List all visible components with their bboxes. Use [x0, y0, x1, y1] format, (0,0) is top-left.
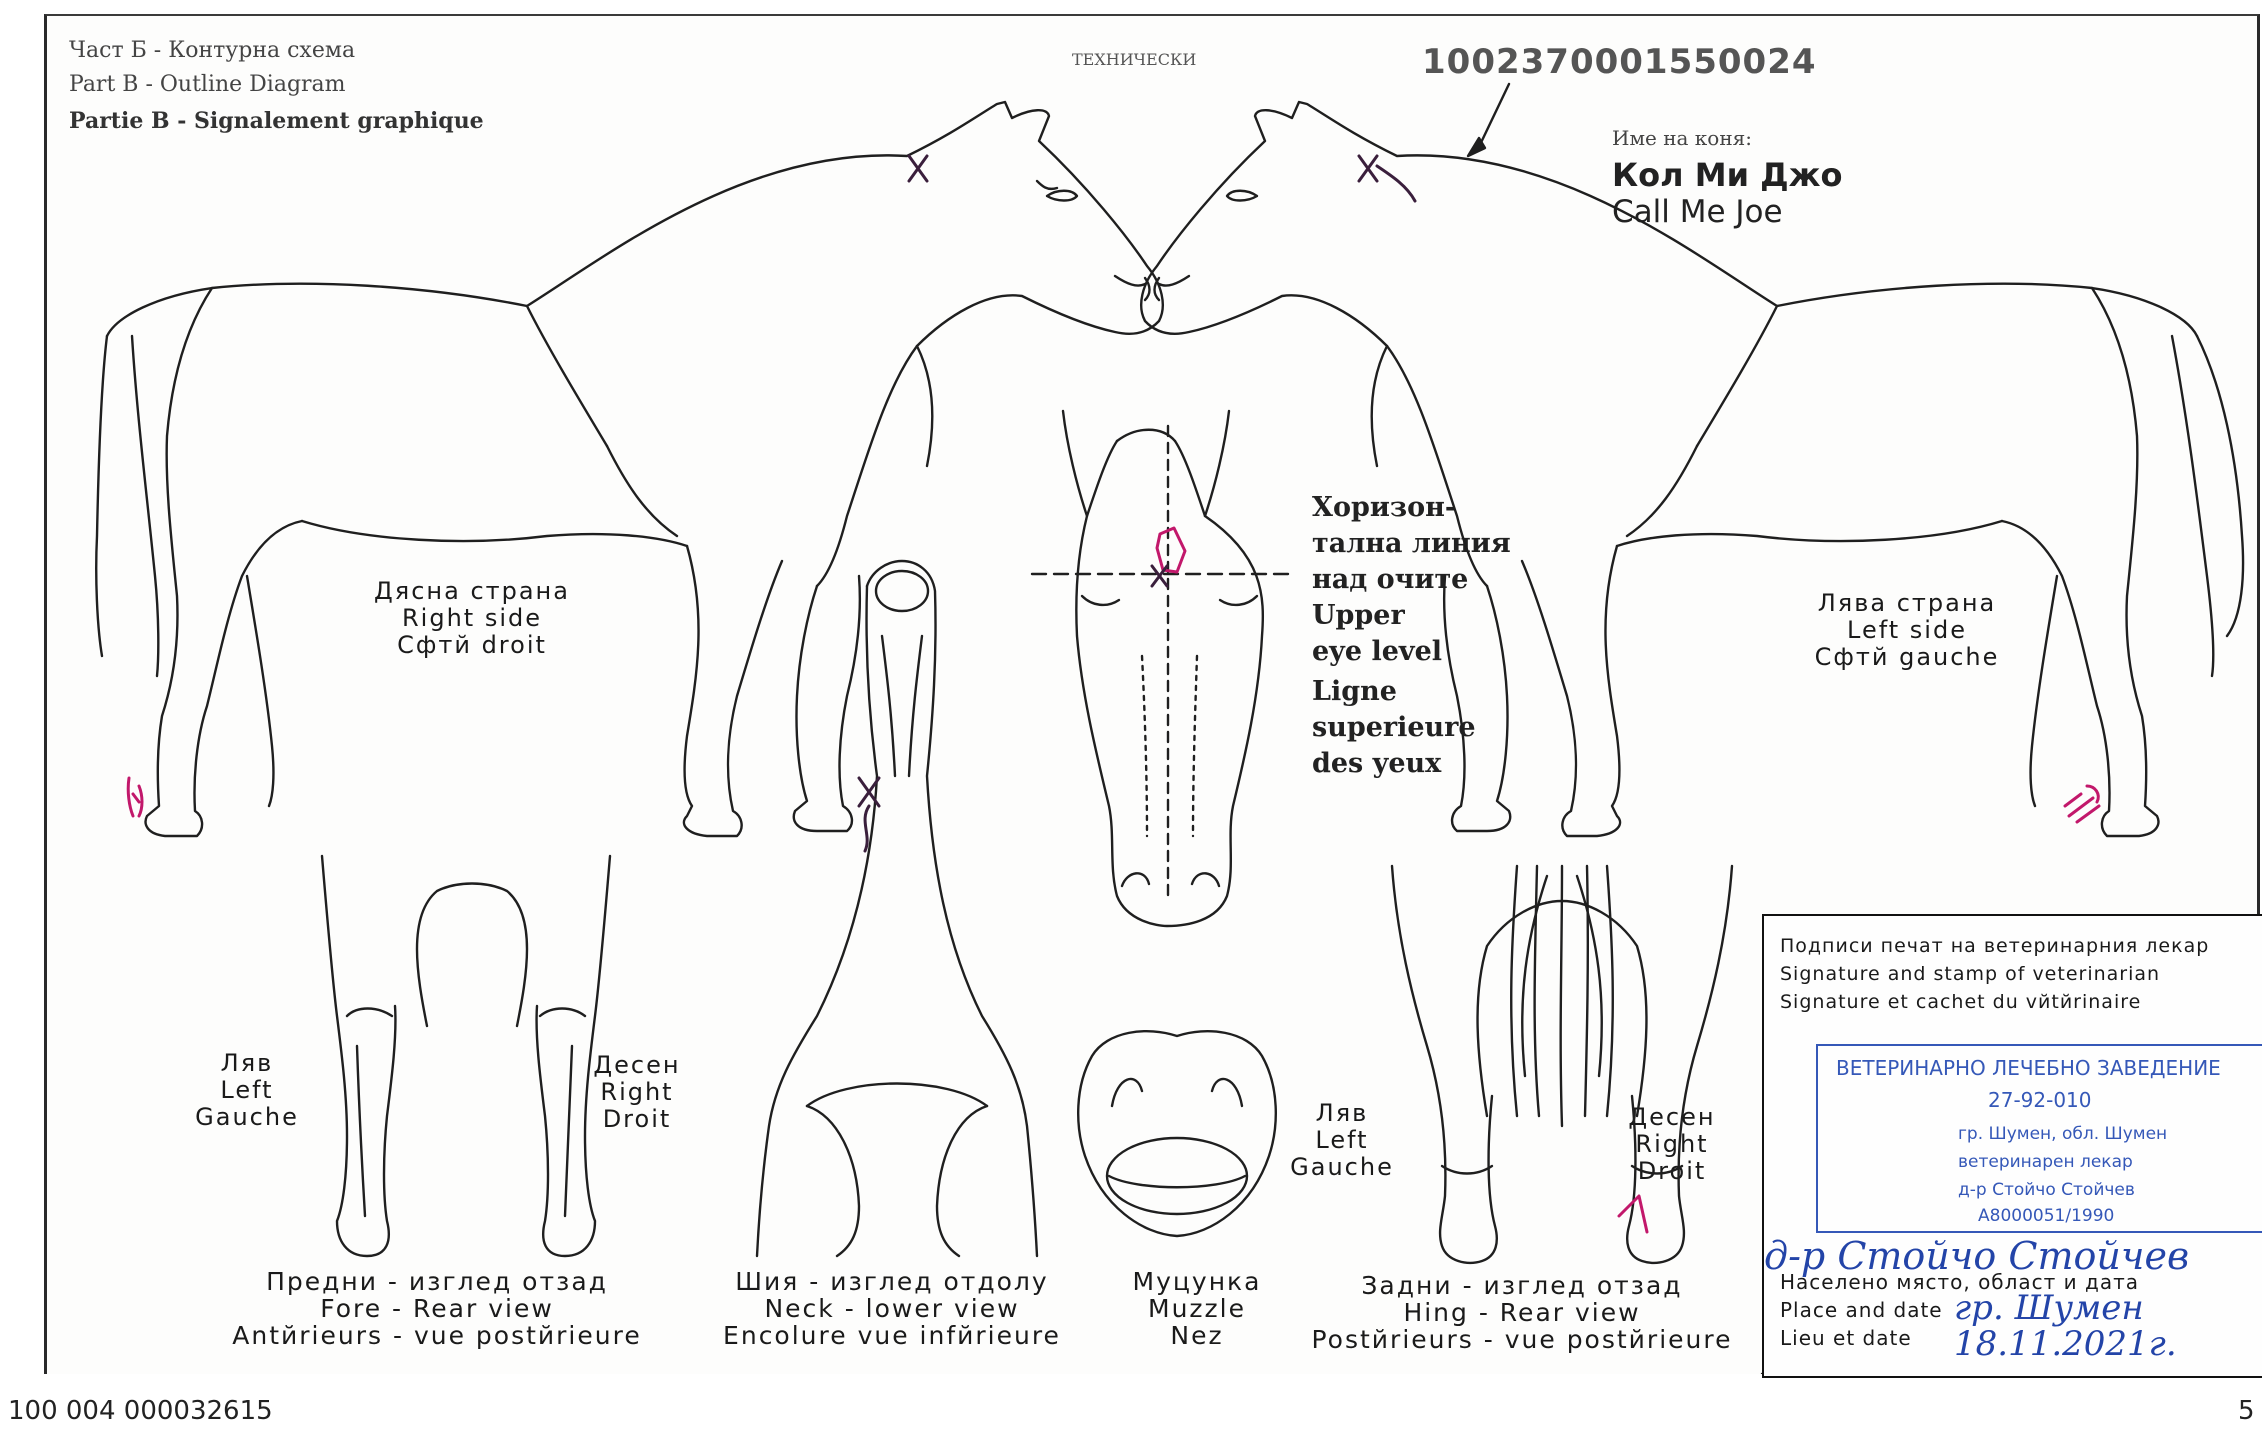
right-crest-whorl-cross	[907, 154, 929, 183]
handwritten-vet-signature: д-р Стойчо Стойчев	[1764, 1234, 2190, 1278]
whorl-markers	[857, 154, 1417, 853]
horse-name-bg: Кол Ми Джо	[1612, 156, 1843, 194]
handwritten-date: 18.11.2021г.	[1954, 1324, 2177, 1364]
document-number: 100 004 000032615	[8, 1396, 273, 1426]
signature-label-bg: Подписи печат на ветеринарния лекар	[1780, 935, 2210, 957]
header-small-text: ТЕХНИЧЕСКИ	[1072, 50, 1197, 69]
signature-label-fr: Signature et cachet du vйtйrinaire	[1780, 991, 2142, 1013]
place-date-label-bg: Населено място, област и дата	[1780, 1270, 2140, 1294]
part-title-en: Part B - Outline Diagram	[69, 72, 346, 97]
ueln-arrow	[1466, 82, 1511, 158]
stamp-registration: А8000051/1990	[1978, 1206, 2115, 1226]
stamp-city: гр. Шумен, обл. Шумен	[1958, 1124, 2168, 1144]
veterinary-stamp: ВЕТЕРИНАРНО ЛЕЧЕБНО ЗАВЕДЕНИЕ 27-92-010 …	[1816, 1044, 2262, 1233]
signature-stamp-box: Подписи печат на ветеринарния лекар Sign…	[1762, 914, 2262, 1378]
right-side-horse-drawing	[95, 100, 1164, 838]
fore-legs-rear-view-drawing	[320, 854, 612, 1258]
place-date-label-fr: Lieu et date	[1780, 1326, 1912, 1350]
neck-whorl-cross	[857, 776, 881, 853]
place-date-label-en: Place and date	[1780, 1298, 1943, 1322]
left-crest-whorl-cross	[1357, 154, 1417, 203]
stamp-vet-name: д-р Стойчо Стойчев	[1958, 1180, 2135, 1200]
part-title-fr: Partie B - Signalement graphique	[69, 108, 484, 134]
horse-name-en: Call Me Joe	[1612, 194, 1783, 230]
neck-lower-view-drawing	[755, 559, 1039, 1258]
part-title-bg: Част Б - Контурна схема	[69, 38, 356, 63]
muzzle-drawing	[1077, 1030, 1277, 1238]
left-side-horse-drawing	[1140, 100, 2245, 838]
stamp-role: ветеринарен лекар	[1958, 1152, 2133, 1172]
hind-legs-rear-view-drawing	[1390, 864, 1734, 1265]
head-front-view-drawing	[1030, 409, 1294, 928]
identification-markings	[126, 526, 2101, 1234]
hind-right-heel-marking	[1617, 1194, 1649, 1234]
page-number: 5	[2238, 1396, 2255, 1426]
right-hind-coronet-marking	[126, 776, 144, 818]
handwritten-place: гр. Шумен	[1954, 1288, 2144, 1328]
forehead-star-marking	[1155, 526, 1187, 574]
stamp-title: ВЕТЕРИНАРНО ЛЕЧЕБНО ЗАВЕДЕНИЕ	[1836, 1056, 2221, 1080]
horse-name-label: Име на коня:	[1612, 126, 1753, 150]
outline-diagram-sheet: Част Б - Контурна схема Part B - Outline…	[44, 14, 2262, 1378]
stamp-code: 27-92-010	[1988, 1088, 2092, 1112]
left-hind-coronet-marking	[2063, 784, 2101, 824]
forehead-whorl-cross	[1150, 564, 1169, 588]
horse-outline-drawings	[95, 82, 2245, 1374]
signature-label-en: Signature and stamp of veterinarian	[1780, 963, 2161, 985]
ueln-number: 1002370001550024	[1422, 42, 1817, 82]
